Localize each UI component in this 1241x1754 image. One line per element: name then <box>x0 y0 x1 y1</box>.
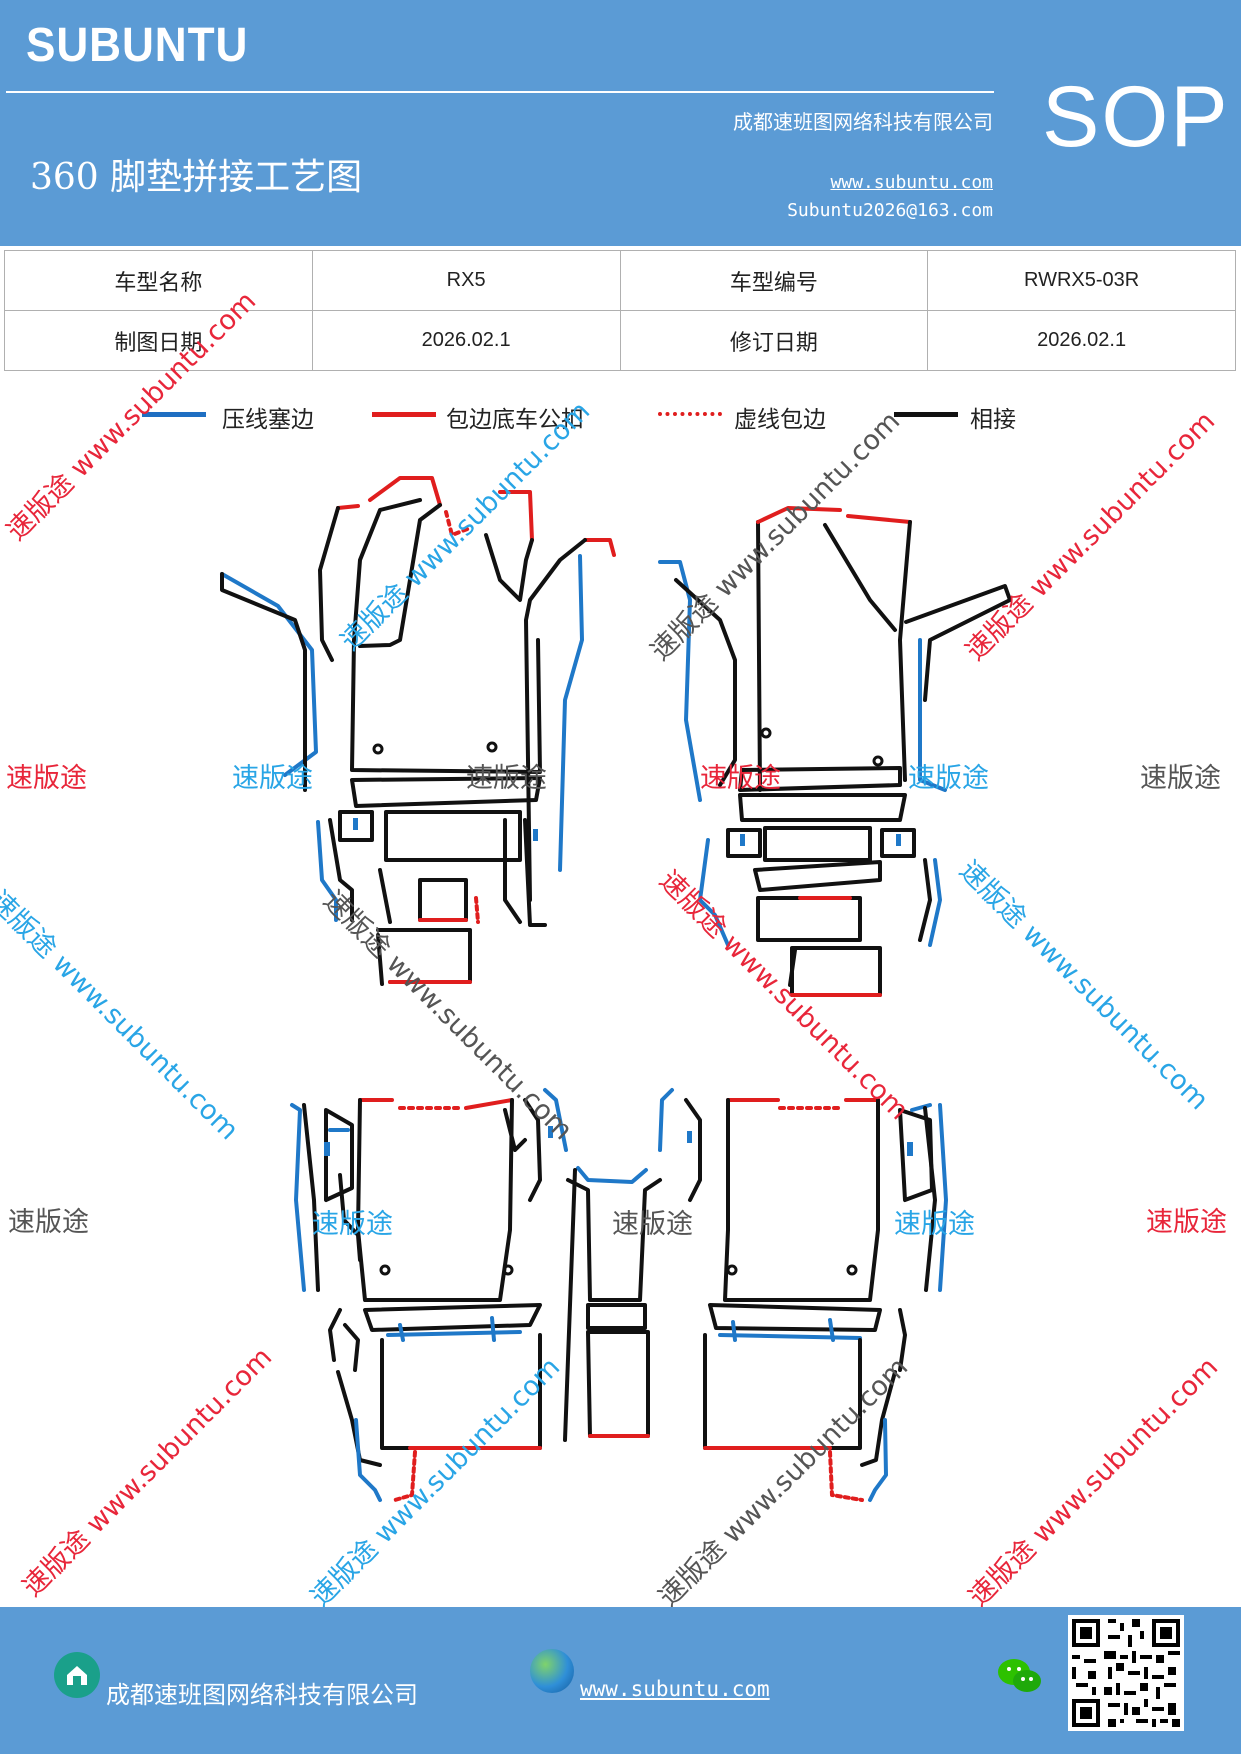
page-title: 360 脚垫拼接工艺图 <box>30 157 363 198</box>
legend-swatch-blue <box>142 412 206 417</box>
sop-badge: SOP <box>1042 69 1230 165</box>
legend-swatch-black <box>894 412 958 417</box>
legend: 压线塞边 包边底车公扣 虚线包边 相接 <box>0 400 1241 440</box>
mat-rear-left <box>290 1088 568 1502</box>
legend-label: 压线塞边 <box>222 407 314 433</box>
footer-banner: 成都速班图网络科技有限公司 www.subuntu.com <box>0 1607 1241 1754</box>
header-website-link[interactable]: www.subuntu.com <box>830 172 993 193</box>
model-code-label: 车型编号 <box>619 250 929 311</box>
model-name-value: RX5 <box>311 250 621 311</box>
header-divider <box>6 91 994 93</box>
wechat-icon[interactable] <box>995 1651 1045 1701</box>
draw-date-value: 2026.02.1 <box>311 310 621 371</box>
legend-label: 包边底车公扣 <box>446 407 584 433</box>
model-code-value: RWRX5-03R <box>927 250 1236 311</box>
mat-front-right <box>658 506 1012 997</box>
footer-website-link[interactable]: www.subuntu.com <box>580 1677 770 1701</box>
revise-date-value: 2026.02.1 <box>927 310 1236 371</box>
model-name-label: 车型名称 <box>4 250 313 311</box>
legend-swatch-red <box>372 412 436 417</box>
mat-front-left <box>220 476 616 986</box>
qr-code <box>1068 1615 1184 1731</box>
header-banner: SUBUNTU 成都速班图网络科技有限公司 360 脚垫拼接工艺图 www.su… <box>0 0 1241 246</box>
legend-label: 相接 <box>970 407 1016 433</box>
globe-icon <box>530 1649 574 1693</box>
mat-center-strip <box>563 1166 662 1442</box>
home-icon <box>54 1652 100 1698</box>
floor-mat-diagram <box>220 476 1012 1502</box>
footer-company: 成都速班图网络科技有限公司 <box>106 1681 418 1709</box>
legend-swatch-red-dotted <box>658 412 722 416</box>
mat-rear-right <box>658 1088 948 1502</box>
revise-date-label: 修订日期 <box>619 310 929 371</box>
table-row: 制图日期 2026.02.1 修订日期 2026.02.1 <box>4 310 1236 371</box>
legend-label: 虚线包边 <box>734 407 826 433</box>
draw-date-label: 制图日期 <box>4 310 313 371</box>
header-email[interactable]: Subuntu2026@163.com <box>787 200 993 221</box>
brand-logo: SUBUNTU <box>26 19 249 72</box>
table-row: 车型名称 RX5 车型编号 RWRX5-03R <box>4 250 1236 311</box>
header-company: 成都速班图网络科技有限公司 <box>733 110 993 134</box>
info-table: 车型名称 RX5 车型编号 RWRX5-03R 制图日期 2026.02.1 修… <box>4 250 1236 371</box>
